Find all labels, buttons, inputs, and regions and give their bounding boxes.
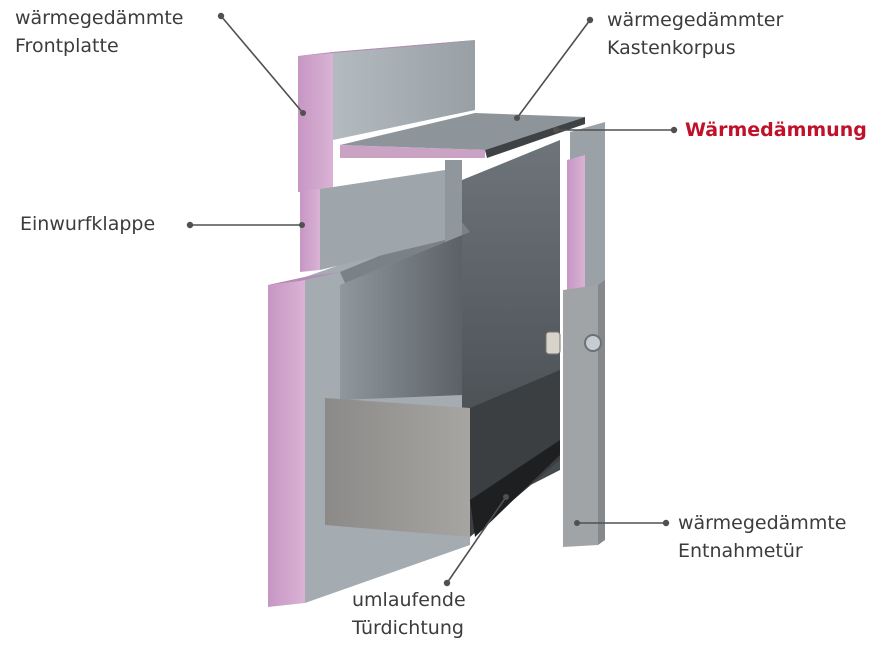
box-top-cover	[340, 113, 585, 158]
insert-flap	[300, 170, 445, 272]
label-tuerdichtung-line1: umlaufende	[352, 589, 466, 611]
label-waermedaemmung-line1: Wärmedämmung	[685, 119, 867, 141]
label-waermedaemmung: Wärmedämmung	[685, 116, 867, 144]
leader-dots	[186, 12, 678, 587]
upper-front-plate	[298, 40, 475, 192]
label-entnahmetuer: wärmegedämmte Entnahmetür	[678, 509, 846, 565]
label-einwurfklappe: Einwurfklappe	[20, 210, 155, 238]
label-entnahmetuer-line2: Entnahmetür	[678, 540, 803, 562]
label-kastenkorpus: wärmegedämmter Kastenkorpus	[607, 6, 783, 62]
label-einwurfklappe-line1: Einwurfklappe	[20, 213, 156, 235]
leader-lines	[190, 15, 674, 584]
label-kastenkorpus-line1: wärmegedämmter	[607, 9, 784, 31]
box-interior	[340, 140, 560, 520]
label-kastenkorpus-line2: Kastenkorpus	[607, 37, 736, 59]
label-frontplatte: wärmegedämmte Frontplatte	[15, 4, 183, 60]
label-entnahmetuer-line1: wärmegedämmte	[678, 512, 847, 534]
label-tuerdichtung: umlaufende Türdichtung	[352, 586, 466, 642]
label-frontplatte-line2: Frontplatte	[15, 35, 119, 57]
bottom-tray	[325, 370, 560, 537]
label-frontplatte-line1: wärmegedämmte	[15, 7, 184, 29]
removal-door	[545, 280, 605, 547]
label-tuerdichtung-line2: Türdichtung	[352, 617, 464, 639]
